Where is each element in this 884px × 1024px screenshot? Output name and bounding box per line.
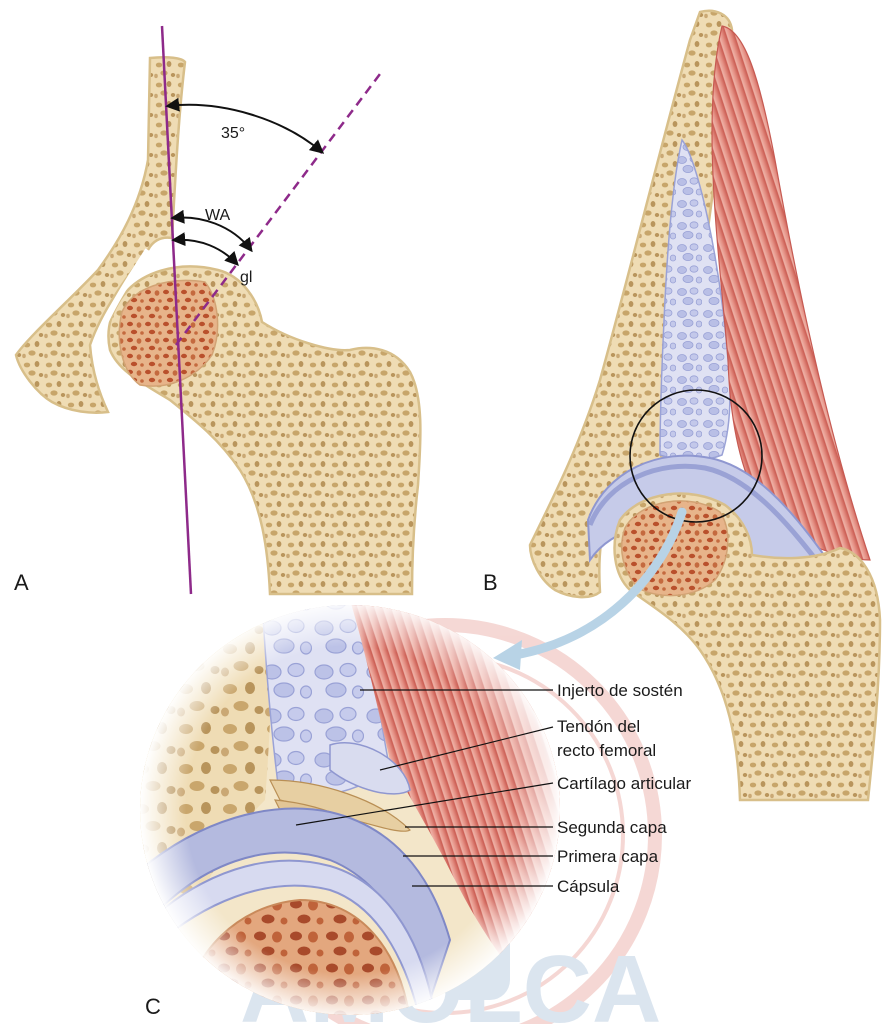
angle-wa-label: WA (205, 207, 231, 224)
panel-b-letter: B (483, 570, 498, 595)
callout-segunda-capa: Segunda capa (557, 818, 667, 837)
callout-primera-capa: Primera capa (557, 847, 659, 866)
panel-c-letter: C (145, 994, 161, 1019)
angle-35-label: 35° (221, 125, 245, 142)
callout-cartilago: Cartílago articular (557, 774, 692, 793)
callout-injerto: Injerto de sostén (557, 681, 683, 700)
panel-a-letter: A (14, 570, 29, 595)
angle-gl-label: gl (240, 269, 252, 286)
femoral-epiphysis-b (622, 501, 728, 596)
angle-gl-arc (174, 240, 237, 264)
callout-capsula: Cápsula (557, 877, 620, 896)
callout-tendon-line2: recto femoral (557, 741, 656, 760)
panel-a: 35° WA gl A (14, 26, 420, 595)
callout-tendon-line1: Tendón del (557, 717, 640, 736)
